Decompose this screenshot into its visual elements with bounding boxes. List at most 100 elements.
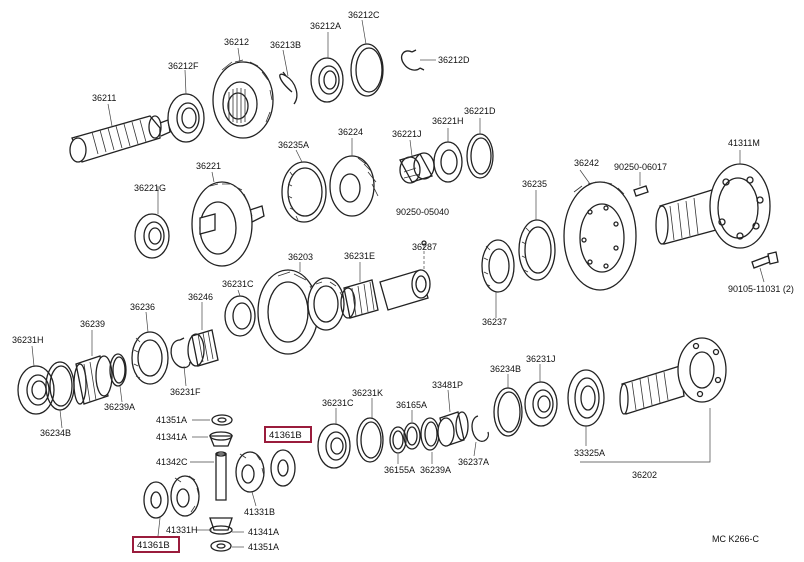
label-36239A-bot[interactable]: 36239A — [420, 465, 451, 475]
label-36237A[interactable]: 36237A — [458, 457, 489, 467]
label-36212[interactable]: 36212 — [224, 37, 249, 47]
label-36235[interactable]: 36235 — [522, 179, 547, 189]
label-41342C[interactable]: 41342C — [156, 457, 188, 467]
bearing-36212F[interactable] — [167, 93, 205, 143]
label-36239[interactable]: 36239 — [80, 319, 105, 329]
hub-33481P[interactable] — [437, 411, 469, 447]
label-36242[interactable]: 36242 — [574, 158, 599, 168]
label-36234B-right[interactable]: 36234B — [490, 364, 521, 374]
label-90105[interactable]: 90105-11031 (2) — [728, 284, 794, 294]
washer-41361B-mid[interactable] — [270, 449, 296, 487]
shaft-36211[interactable] — [69, 115, 171, 163]
label-36235A[interactable]: 36235A — [278, 140, 309, 150]
gear-36212[interactable] — [212, 59, 274, 139]
label-36231J[interactable]: 36231J — [526, 354, 556, 364]
label-41351A-top[interactable]: 41351A — [156, 415, 187, 425]
snap-ring-36213B[interactable] — [279, 71, 298, 105]
label-36221J[interactable]: 36221J — [392, 129, 422, 139]
bearing-36212A[interactable] — [310, 57, 344, 103]
sync-hub-36237[interactable] — [481, 239, 515, 293]
label-36231K[interactable]: 36231K — [352, 388, 383, 398]
output-flange-36202[interactable] — [619, 337, 727, 415]
label-36246[interactable]: 36246 — [188, 292, 213, 302]
ring-36234B-left[interactable] — [45, 361, 75, 411]
sync-ring-36235A[interactable] — [281, 161, 327, 223]
snap-ring-36231F[interactable] — [170, 337, 191, 369]
bearing-36231J[interactable] — [524, 381, 558, 427]
label-36221[interactable]: 36221 — [196, 161, 221, 171]
label-36287[interactable]: 36287 — [412, 242, 437, 252]
label-36203[interactable]: 36203 — [288, 252, 313, 262]
label-90250-05040[interactable]: 90250-05040 — [396, 207, 449, 217]
shaft-41342C[interactable] — [215, 451, 227, 501]
label-36231H[interactable]: 36231H — [12, 335, 44, 345]
bolt-90105[interactable] — [751, 251, 779, 269]
label-36231C-bot[interactable]: 36231C — [322, 398, 354, 408]
ring-36234B-right[interactable] — [493, 387, 523, 437]
label-33481P[interactable]: 33481P — [432, 380, 463, 390]
side-gear-41331H[interactable] — [170, 475, 200, 517]
ring-36231K[interactable] — [356, 417, 384, 463]
gear-36236[interactable] — [131, 331, 169, 385]
label-41331H[interactable]: 41331H — [166, 525, 198, 535]
needle-bearing-36231E[interactable] — [340, 279, 379, 319]
label-36155A[interactable]: 36155A — [384, 465, 415, 475]
flange-41311M[interactable] — [655, 163, 771, 249]
bearing-36231H[interactable] — [17, 365, 55, 415]
race-36221H[interactable] — [433, 141, 463, 183]
label-36239A-left[interactable]: 36239A — [104, 402, 135, 412]
ring-36165A[interactable] — [403, 422, 421, 450]
label-36213B[interactable]: 36213B — [270, 40, 301, 50]
label-36212A[interactable]: 36212A — [310, 21, 341, 31]
snap-ring-36237A[interactable] — [471, 415, 490, 442]
washer-41351A-bot[interactable] — [210, 540, 232, 552]
ring-36221D[interactable] — [466, 133, 494, 179]
pinion-41341A-bot[interactable] — [209, 517, 233, 535]
label-36221D[interactable]: 36221D — [464, 106, 496, 116]
ring-36212C[interactable] — [350, 43, 384, 97]
gear-36221[interactable] — [191, 181, 265, 267]
label-36211[interactable]: 36211 — [92, 93, 116, 103]
ring-36239A-bot[interactable] — [420, 417, 440, 451]
gear-36203[interactable] — [257, 269, 345, 355]
label-36231C-top[interactable]: 36231C — [222, 279, 254, 289]
label-36165A[interactable]: 36165A — [396, 400, 427, 410]
label-41361B-bot[interactable]: 41361B — [137, 540, 170, 551]
label-36224[interactable]: 36224 — [338, 127, 363, 137]
label-41331B[interactable]: 41331B — [244, 507, 275, 517]
sleeve-36287[interactable] — [379, 240, 431, 311]
ring-36155A[interactable] — [389, 426, 407, 454]
bearing-36221G[interactable] — [134, 213, 170, 259]
label-41341A-top[interactable]: 41341A — [156, 432, 187, 442]
label-41361B-mid[interactable]: 41361B — [269, 430, 302, 441]
sleeve-36239[interactable] — [73, 355, 113, 405]
pinion-41341A-top[interactable] — [209, 431, 233, 447]
needle-bearing-36246[interactable] — [187, 329, 219, 367]
gear-36242[interactable] — [563, 181, 637, 291]
label-36231E[interactable]: 36231E — [344, 251, 375, 261]
bearing-36231C-top[interactable] — [224, 295, 256, 337]
label-36212F[interactable]: 36212F — [168, 61, 199, 71]
seal-33325A[interactable] — [567, 369, 605, 427]
label-36231F[interactable]: 36231F — [170, 387, 201, 397]
label-36221H[interactable]: 36221H — [432, 116, 464, 126]
pin-90250-06017[interactable] — [633, 185, 649, 197]
label-41351A-bot[interactable]: 41351A — [248, 542, 279, 552]
label-36236[interactable]: 36236 — [130, 302, 155, 312]
label-36237[interactable]: 36237 — [482, 317, 507, 327]
ring-36239A-left[interactable] — [109, 353, 127, 387]
label-41311M[interactable]: 41311M — [728, 138, 760, 148]
label-36212D[interactable]: 36212D — [438, 55, 470, 65]
snap-ring-36212D[interactable] — [400, 49, 425, 71]
label-41341A-bot[interactable]: 41341A — [248, 527, 279, 537]
bearing-36231C-bot[interactable] — [317, 423, 351, 469]
gear-36224[interactable] — [329, 155, 379, 217]
label-33325A[interactable]: 33325A — [574, 448, 605, 458]
sync-ring-36235[interactable] — [518, 219, 556, 281]
label-36221G[interactable]: 36221G — [134, 183, 166, 193]
washer-41361B-bot[interactable] — [143, 481, 169, 519]
needle-bearing-36221J[interactable] — [399, 152, 435, 184]
label-36202[interactable]: 36202 — [632, 470, 657, 480]
label-90250-06017[interactable]: 90250-06017 — [614, 162, 667, 172]
label-36212C[interactable]: 36212C — [348, 10, 380, 20]
